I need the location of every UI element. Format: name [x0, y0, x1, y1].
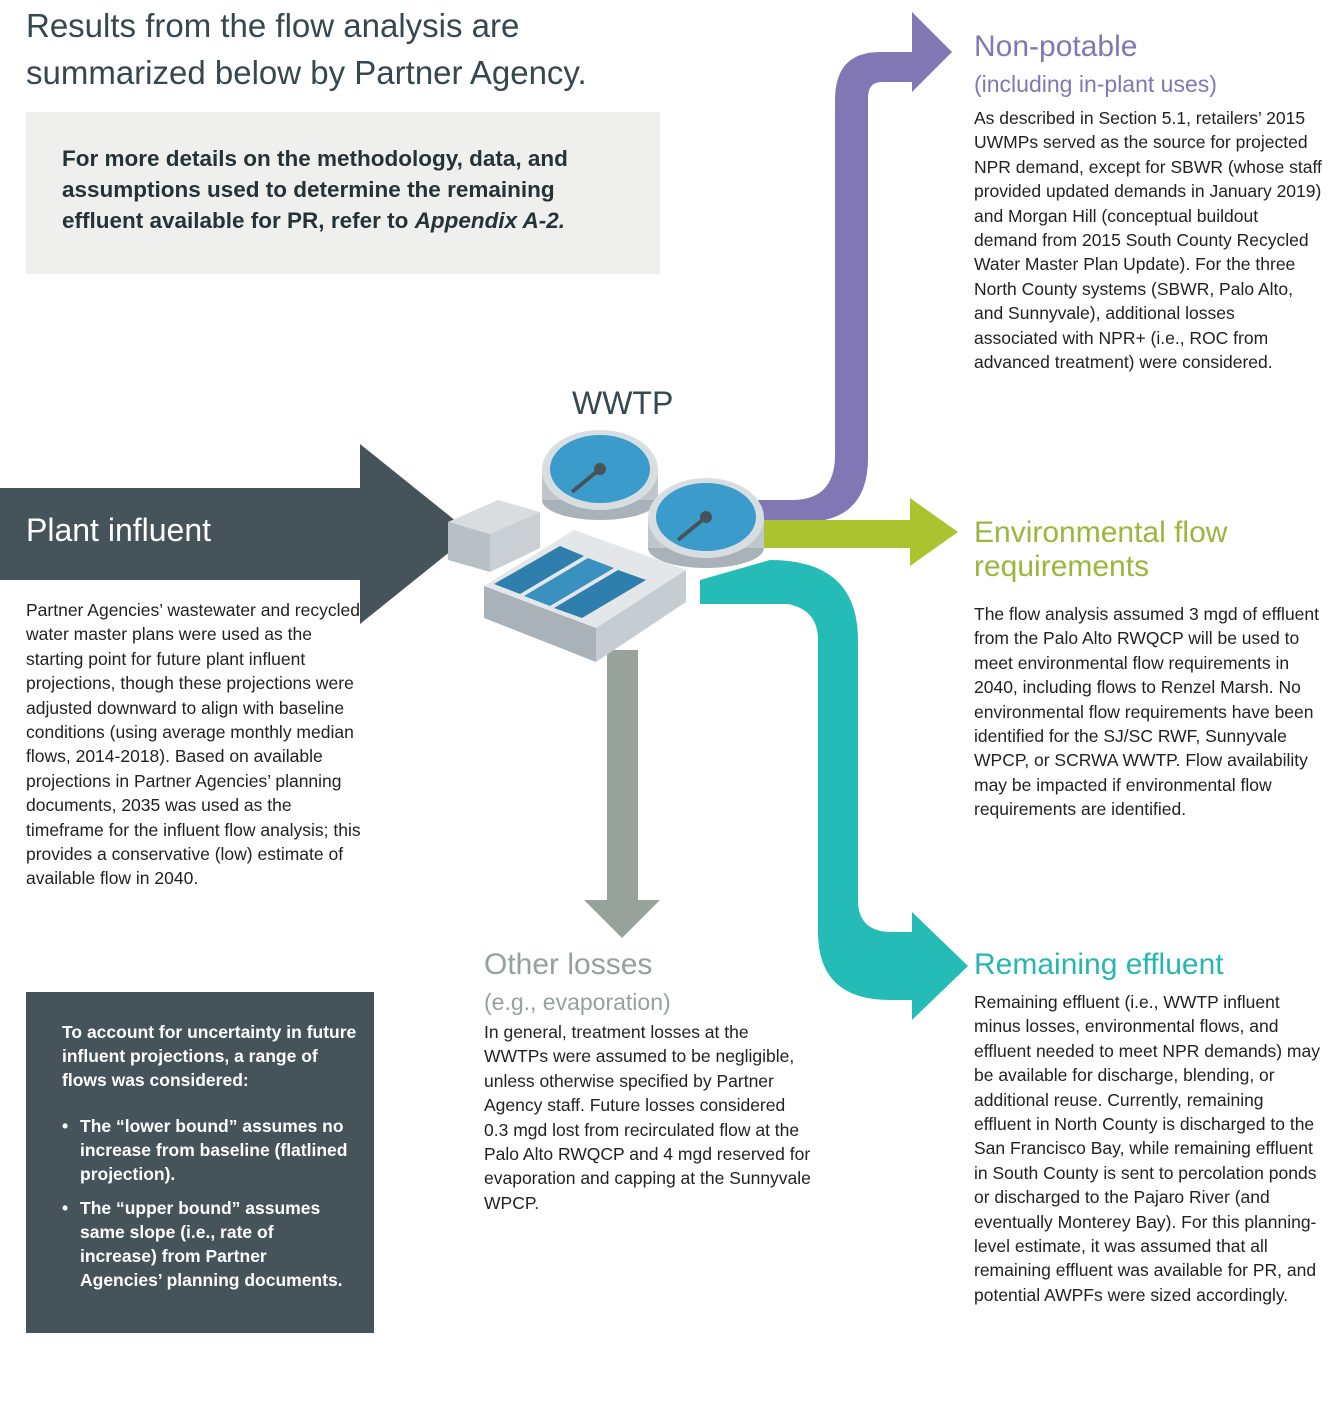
other-losses-title: Other losses	[484, 948, 653, 981]
plant-influent-label: Plant influent	[26, 512, 212, 548]
plant-influent-description: Partner Agencies’ wastewater and recycle…	[26, 600, 361, 889]
other-losses-subtitle: (e.g., evaporation)	[484, 989, 671, 1015]
reference-box	[26, 112, 660, 274]
bullet-lower-bound: The “lower bound” assumes no increase fr…	[62, 1114, 352, 1186]
uncertainty-bullets: The “lower bound” assumes no increase fr…	[62, 1114, 352, 1302]
uncertainty-intro: To account for uncertainty in future inf…	[62, 1022, 357, 1090]
influent-arrow	[0, 444, 472, 624]
non-potable-description: As described in Section 5.1, retailers’ …	[974, 108, 1322, 373]
remaining-effluent-description: Remaining effluent (i.e., WWTP influent …	[974, 992, 1320, 1305]
other-losses-arrow	[584, 650, 660, 938]
reference-text: For more details on the methodology, dat…	[62, 143, 642, 236]
environmental-arrow	[762, 498, 958, 566]
non-potable-arrow	[748, 12, 952, 522]
non-potable-title: Non-potable	[974, 30, 1138, 63]
wwtp-label: WWTP	[572, 385, 674, 421]
bullet-upper-bound: The “upper bound” assumes same slope (i.…	[62, 1196, 352, 1292]
non-potable-subtitle: (including in-plant uses)	[974, 71, 1217, 97]
reference-text-main: For more details on the methodology, dat…	[62, 146, 568, 233]
appendix-reference: Appendix A-2.	[414, 208, 566, 233]
environmental-title: Environmental flow requirements	[974, 516, 1228, 583]
remaining-effluent-title: Remaining effluent	[974, 948, 1224, 981]
page-title: Results from the flow analysis are summa…	[26, 7, 587, 91]
remaining-arrow	[700, 560, 968, 1020]
other-losses-description: In general, treatment losses at the WWTP…	[484, 1022, 811, 1213]
environmental-description: The flow analysis assumed 3 mgd of efflu…	[974, 604, 1320, 820]
wwtp-icon	[448, 430, 764, 662]
